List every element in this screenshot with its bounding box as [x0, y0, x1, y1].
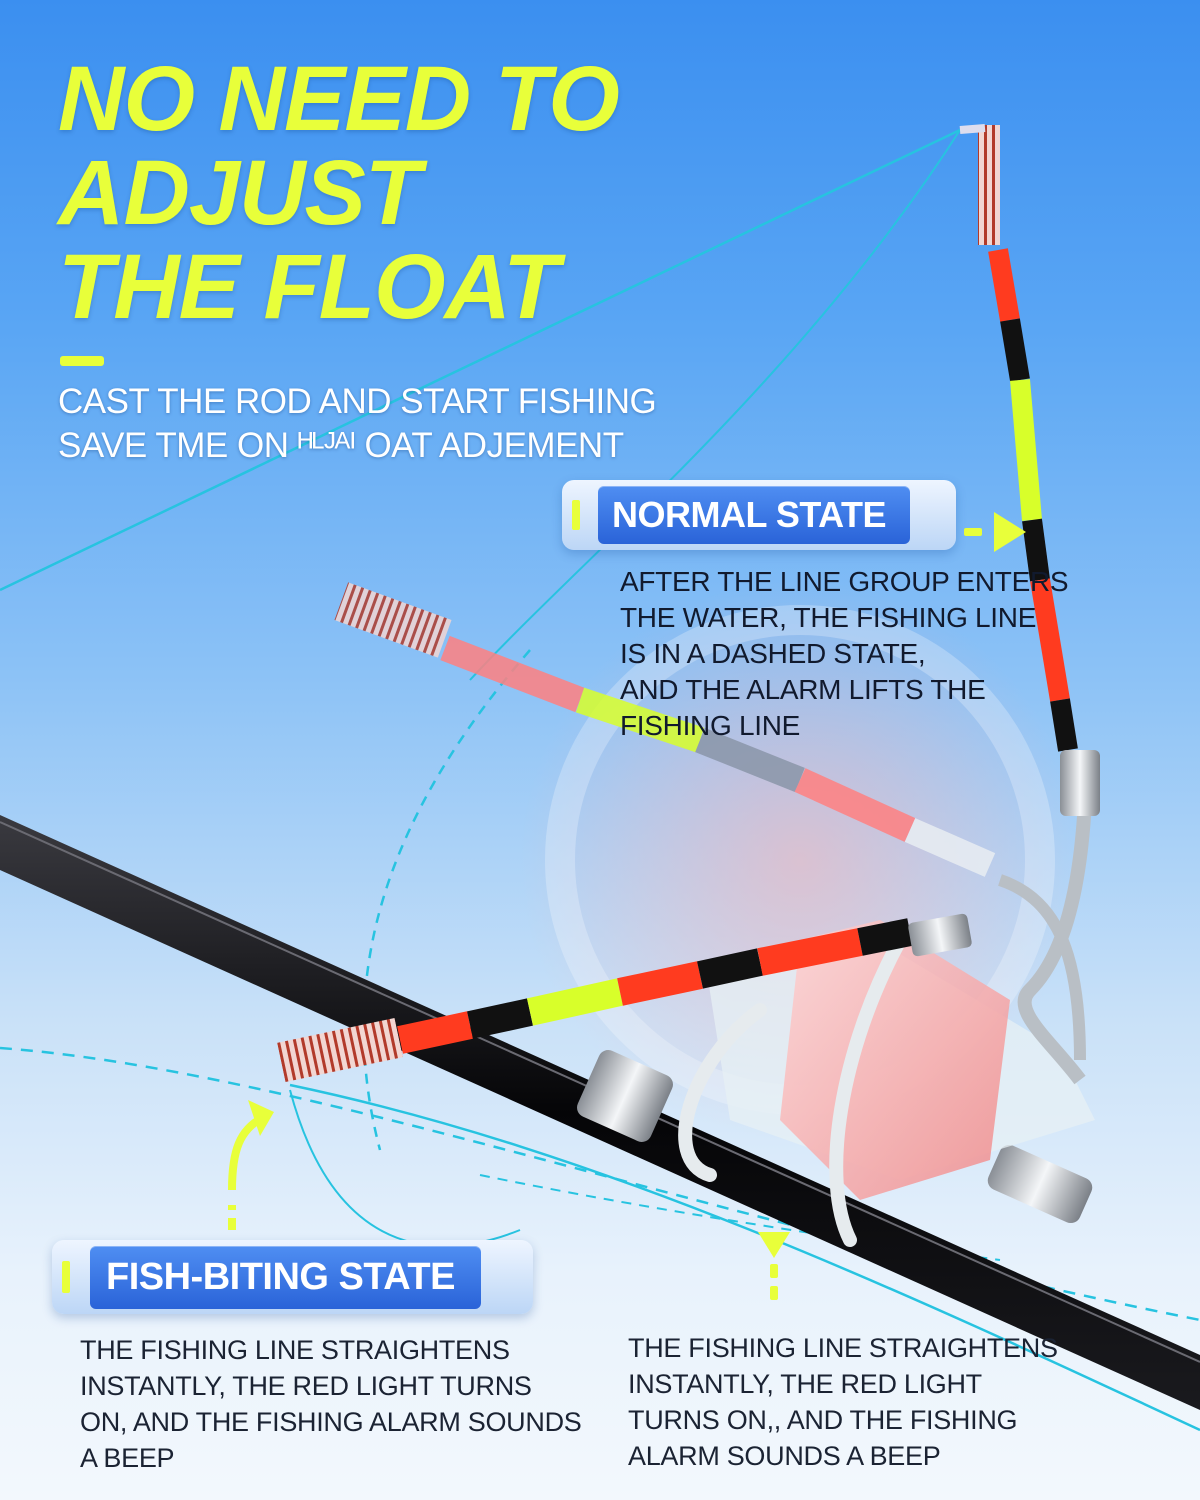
bite-desc-line: THE FISHING LINE STRAIGHTENS: [628, 1333, 1058, 1363]
bite-desc-line: INSTANTLY, THE RED LIGHT: [628, 1369, 982, 1399]
subheading: CAST THE ROD AND START FISHING SAVE TME …: [58, 380, 657, 468]
bite-desc-line: THE FISHING LINE STRAIGHTENS: [80, 1335, 510, 1365]
bite-desc-line: A BEEP: [80, 1443, 175, 1473]
gooseneck-vertical: [1017, 799, 1092, 1085]
accent-dash: [60, 356, 104, 366]
headline-line-2: ADJUST: [58, 142, 421, 244]
fishing-line-solid-lower: [289, 1083, 1200, 1432]
alarm-strap-2: [829, 933, 907, 1247]
normal-desc-line: FISHING LINE: [620, 710, 800, 741]
normal-desc-line: AFTER THE LINE GROUP ENTERS: [620, 566, 1069, 597]
float-normal-state: [959, 124, 1100, 816]
arrow-up-left-icon: [228, 1100, 274, 1230]
gooseneck-horizontal: [997, 874, 1086, 1061]
bite-desc-line: TURNS ON,, AND THE FISHING: [628, 1405, 1018, 1435]
rod-clip: [577, 1050, 673, 1142]
fishing-line-dashed-down: [479, 1174, 1001, 1261]
subheading-line-2: SAVE TME ON ᴴᴸᴶᴬᴵ OAT ADJEMENT: [58, 426, 624, 465]
fishing-line-dashed-curve: [362, 649, 531, 1151]
rod-end-cap: [987, 1144, 1093, 1224]
fish-biting-state-label: FISH-BITING STATE: [90, 1245, 481, 1309]
normal-desc-line: THE WATER, THE FISHING LINE: [620, 602, 1037, 633]
fishing-line-solid-back: [469, 129, 961, 681]
normal-desc-line: IS IN A DASHED STATE,: [620, 638, 926, 669]
fishing-line-solid-upper: [0, 128, 961, 592]
subheading-line-1: CAST THE ROD AND START FISHING: [58, 382, 657, 421]
fish-biting-description-left: THE FISHING LINE STRAIGHTENS INSTANTLY, …: [80, 1332, 582, 1476]
arrow-down-icon: [758, 1232, 790, 1300]
normal-desc-line: AND THE ALARM LIFTS THE: [620, 674, 986, 705]
headline-line-3: THE FLOAT: [58, 236, 559, 338]
fish-biting-state-badge: FISH-BITING STATE: [52, 1240, 533, 1314]
float-ghost: [334, 582, 996, 877]
fish-biting-description-right: THE FISHING LINE STRAIGHTENS INSTANTLY, …: [628, 1330, 1058, 1474]
normal-state-badge: NORMAL STATE: [562, 480, 956, 550]
float-biting-state: [277, 913, 972, 1083]
normal-state-description: AFTER THE LINE GROUP ENTERS THE WATER, T…: [620, 564, 1069, 744]
headline: NO NEED TO ADJUST THE FLOAT: [58, 48, 620, 338]
badge-tick: [62, 1261, 70, 1293]
alarm-strap-1: [678, 1003, 767, 1182]
headline-line-1: NO NEED TO: [58, 48, 620, 150]
bite-desc-line: INSTANTLY, THE RED LIGHT TURNS: [80, 1371, 532, 1401]
badge-tick: [572, 500, 580, 530]
normal-state-label: NORMAL STATE: [598, 486, 910, 544]
bite-desc-line: ALARM SOUNDS A BEEP: [628, 1441, 941, 1471]
bite-desc-line: ON, AND THE FISHING ALARM SOUNDS: [80, 1407, 582, 1437]
